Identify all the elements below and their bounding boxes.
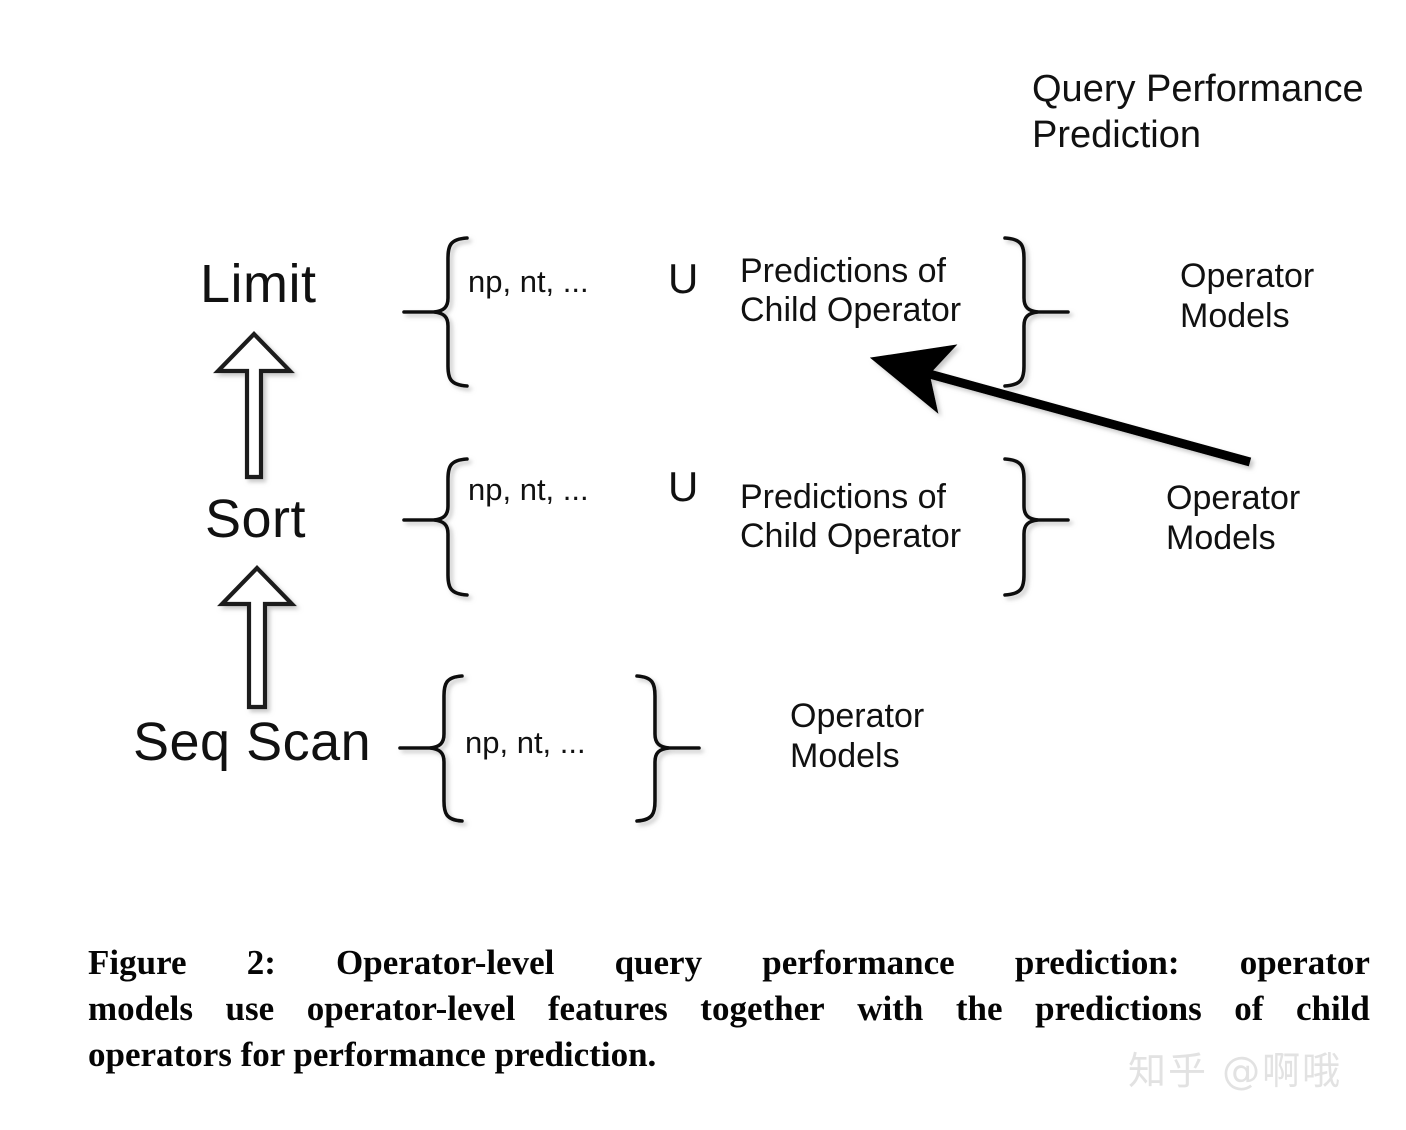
caption-word: prediction: — [1014, 943, 1180, 982]
diagram-vector-layer — [213, 166, 1284, 823]
operator-models-sort-line-2: Models — [1166, 519, 1276, 558]
figure-caption: Figure 2: Operator-level query performan… — [88, 940, 1370, 1079]
brace-close-seqscan — [635, 674, 701, 823]
features-seq-scan: np, nt, ... — [465, 725, 586, 760]
child-predictions-sort: Predictions of Child Operator — [740, 478, 961, 556]
operator-node-seq-scan: Seq Scan — [133, 712, 372, 772]
brace-close-sort — [1003, 457, 1070, 597]
caption-line-3: operators for performance prediction. — [88, 1035, 657, 1075]
features-sort: np, nt, ... — [468, 472, 589, 507]
operator-node-sort: Sort — [205, 489, 307, 549]
arrow-feedback-diagonal — [869, 344, 1252, 467]
union-symbol-limit: U — [668, 255, 699, 302]
child-predictions-sort-line-2: Child Operator — [740, 516, 962, 555]
caption-word: 2: — [246, 943, 276, 982]
child-predictions-limit: Predictions of Child Operator — [740, 252, 961, 330]
operator-models-limit-line-1: Operator — [1180, 257, 1315, 295]
caption-word: Figure — [88, 943, 187, 982]
child-predictions-sort-line-1: Predictions of — [740, 478, 946, 516]
caption-word: predictions — [1035, 989, 1202, 1029]
caption-word: features — [547, 989, 668, 1029]
caption-word: child — [1295, 989, 1370, 1029]
brace-open-sort — [402, 457, 469, 597]
caption-line-1: Figure 2: Operator-level query performan… — [88, 940, 1370, 986]
caption-word: query — [614, 943, 703, 982]
caption-word: Operator-level — [336, 943, 555, 982]
operator-models-sort-line-1: Operator — [1166, 479, 1301, 517]
child-predictions-limit-line-2: Child Operator — [740, 290, 962, 329]
caption-word: of — [1234, 989, 1264, 1029]
caption-word: operator — [1239, 943, 1370, 982]
caption-word: models — [88, 989, 193, 1029]
caption-word: use — [225, 989, 275, 1029]
brace-open-limit — [402, 236, 469, 388]
zhihu-watermark: 知乎 @啊哦 — [1128, 1049, 1343, 1093]
caption-word: the — [955, 989, 1003, 1029]
union-symbol-sort: U — [668, 463, 699, 510]
operator-models-seq-scan-line-2: Models — [790, 737, 900, 776]
qpp-line-1: Query Performance — [1032, 68, 1364, 110]
operator-models-seq-scan-line-1: Operator — [790, 697, 925, 735]
caption-word: together — [700, 989, 825, 1029]
brace-open-seqscan — [398, 674, 464, 823]
caption-word: with — [857, 989, 924, 1029]
qpp-line-2: Prediction — [1032, 114, 1201, 157]
operator-models-limit-line-2: Models — [1180, 297, 1290, 336]
flow-arrow-sort-to-limit — [213, 330, 295, 480]
operator-models-seq-scan: Operator Models — [790, 696, 924, 776]
child-predictions-limit-line-1: Predictions of — [740, 252, 946, 290]
caption-line-2: models use operator-level features toget… — [88, 986, 1370, 1032]
caption-word: operator-level — [306, 989, 516, 1029]
caption-word: performance — [762, 943, 955, 982]
features-limit: np, nt, ... — [468, 264, 589, 299]
flow-arrow-seqscan-to-sort — [217, 564, 297, 710]
brace-close-limit — [1003, 236, 1070, 388]
query-performance-prediction-label: Query Performance Prediction — [1032, 66, 1364, 159]
operator-models-sort: Operator Models — [1166, 478, 1300, 558]
operator-node-limit: Limit — [200, 254, 317, 314]
operator-models-limit: Operator Models — [1180, 256, 1314, 336]
